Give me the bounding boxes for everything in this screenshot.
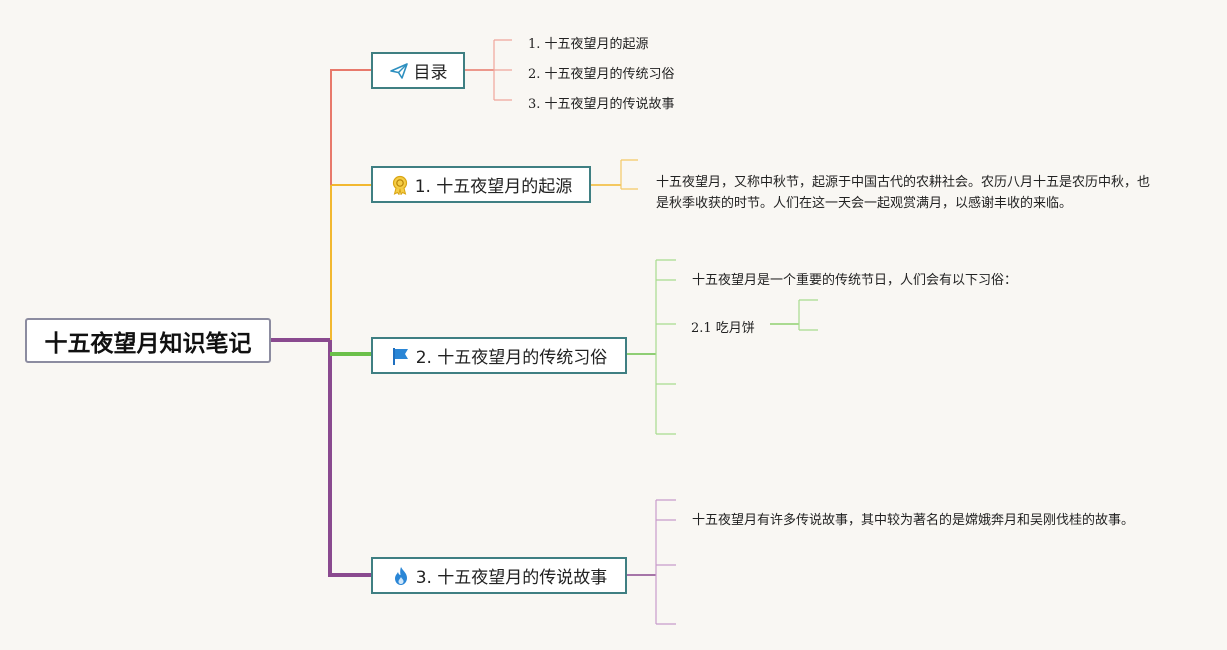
- topic-toc[interactable]: 目录: [371, 52, 465, 89]
- topic-legends[interactable]: 3. 十五夜望月的传说故事: [371, 557, 627, 594]
- root-title: 十五夜望月知识笔记: [44, 330, 252, 357]
- origin-description: 十五夜望月，又称中秋节，起源于中国古代的农耕社会。农历八月十五是农历中秋，也是秋…: [656, 175, 1151, 211]
- toc-item-2[interactable]: 2. 十五夜望月的传统习俗: [528, 67, 675, 82]
- customs-sub-mooncake[interactable]: 2.1 吃月饼: [691, 321, 755, 336]
- root-node[interactable]: 十五夜望月知识笔记: [25, 318, 271, 363]
- topic-origin[interactable]: 1. 十五夜望月的起源: [371, 166, 591, 203]
- paper-plane-icon: [389, 62, 408, 79]
- topic-customs-label: 2. 十五夜望月的传统习俗: [415, 348, 608, 368]
- connector-root-legends: [270, 338, 372, 577]
- medal-icon: [392, 175, 407, 195]
- flame-icon: [394, 566, 407, 585]
- customs-intro: 十五夜望月是一个重要的传统节日，人们会有以下习俗：: [692, 273, 1018, 288]
- toc-item-3[interactable]: 3. 十五夜望月的传说故事: [528, 97, 675, 112]
- connector-root-origin: [330, 184, 372, 340]
- toc-item-1[interactable]: 1. 十五夜望月的起源: [528, 37, 649, 52]
- legends-description: 十五夜望月有许多传说故事，其中较为著名的是嫦娥奔月和吴刚伐桂的故事。: [692, 513, 1135, 528]
- topic-toc-label: 目录: [413, 63, 448, 83]
- connector-root-toc: [330, 69, 372, 185]
- flag-icon: [392, 347, 408, 365]
- topic-legends-label: 3. 十五夜望月的传说故事: [415, 568, 608, 588]
- topic-origin-label: 1. 十五夜望月的起源: [414, 177, 573, 197]
- topic-customs[interactable]: 2. 十五夜望月的传统习俗: [371, 337, 627, 374]
